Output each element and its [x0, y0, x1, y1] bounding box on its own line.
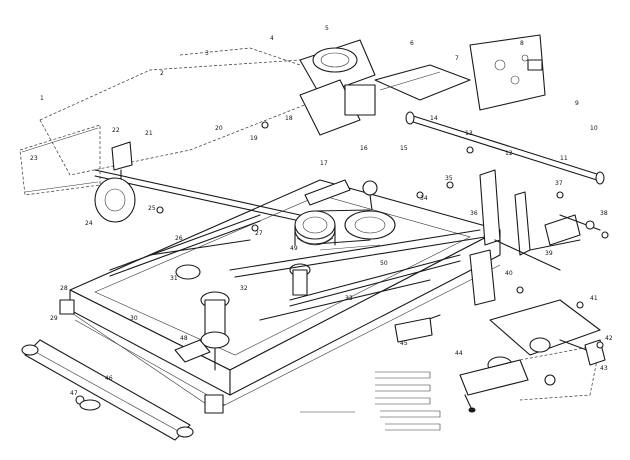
callout-3: 3 — [205, 50, 209, 57]
left-spindle — [174, 264, 230, 371]
callout-47: 47 — [70, 390, 78, 397]
left-caster-assembly — [94, 141, 136, 223]
callout-17: 17 — [320, 160, 328, 167]
callout-8: 8 — [520, 40, 524, 47]
callout-11: 11 — [560, 155, 568, 162]
drive-shaft — [94, 111, 605, 222]
callout-16: 16 — [360, 145, 368, 152]
callout-20: 20 — [215, 125, 223, 132]
callout-27: 27 — [255, 230, 263, 237]
callout-1: 1 — [40, 95, 44, 102]
callout-21: 21 — [145, 130, 153, 137]
callout-12: 12 — [505, 150, 513, 157]
callout-7: 7 — [455, 55, 459, 62]
callout-38: 38 — [600, 210, 608, 217]
callout-29: 29 — [50, 315, 58, 322]
callout-36: 36 — [470, 210, 478, 217]
part-callouts: 1 2 3 4 5 6 7 8 9 10 11 12 13 14 15 16 1… — [30, 25, 613, 397]
callout-42: 42 — [605, 335, 613, 342]
callout-10: 10 — [590, 125, 598, 132]
linkage-rods — [109, 214, 486, 321]
callout-34: 34 — [420, 195, 428, 202]
callout-19: 19 — [250, 135, 258, 142]
callout-50: 50 — [380, 260, 388, 267]
callout-25: 25 — [148, 205, 156, 212]
parts-legend — [300, 371, 441, 431]
callout-45: 45 — [400, 340, 408, 347]
callout-40: 40 — [505, 270, 513, 277]
callout-15: 15 — [400, 145, 408, 152]
callout-31: 31 — [170, 275, 178, 282]
callout-33: 33 — [345, 295, 353, 302]
callout-24: 24 — [85, 220, 93, 227]
pulley-belt-assembly — [294, 179, 396, 251]
hardware-pieces — [75, 121, 609, 411]
callout-44: 44 — [455, 350, 463, 357]
callout-49: 49 — [290, 245, 298, 252]
callout-37: 37 — [555, 180, 563, 187]
callout-28: 28 — [60, 285, 68, 292]
callout-23: 23 — [30, 155, 38, 162]
callout-4: 4 — [270, 35, 274, 42]
callout-30: 30 — [130, 315, 138, 322]
callout-13: 13 — [465, 130, 473, 137]
callout-2: 2 — [160, 70, 164, 77]
callout-14: 14 — [430, 115, 438, 122]
callout-5: 5 — [325, 25, 329, 32]
callout-46: 46 — [105, 375, 113, 382]
callout-39: 39 — [545, 250, 553, 257]
callout-26: 26 — [175, 235, 183, 242]
callout-43: 43 — [600, 365, 608, 372]
gearbox-assembly — [299, 34, 546, 136]
left-skid-rail — [21, 339, 194, 441]
hitch-brackets — [394, 169, 601, 343]
callout-6: 6 — [410, 40, 414, 47]
callout-32: 32 — [240, 285, 248, 292]
callout-48: 48 — [180, 335, 188, 342]
callout-41: 41 — [590, 295, 598, 302]
upper-housing-outline — [19, 47, 331, 196]
callout-22: 22 — [112, 127, 120, 134]
lower-right-detail — [459, 299, 606, 413]
callout-35: 35 — [445, 175, 453, 182]
right-spindle — [289, 263, 311, 296]
callout-9: 9 — [575, 100, 579, 107]
callout-18: 18 — [285, 115, 293, 122]
